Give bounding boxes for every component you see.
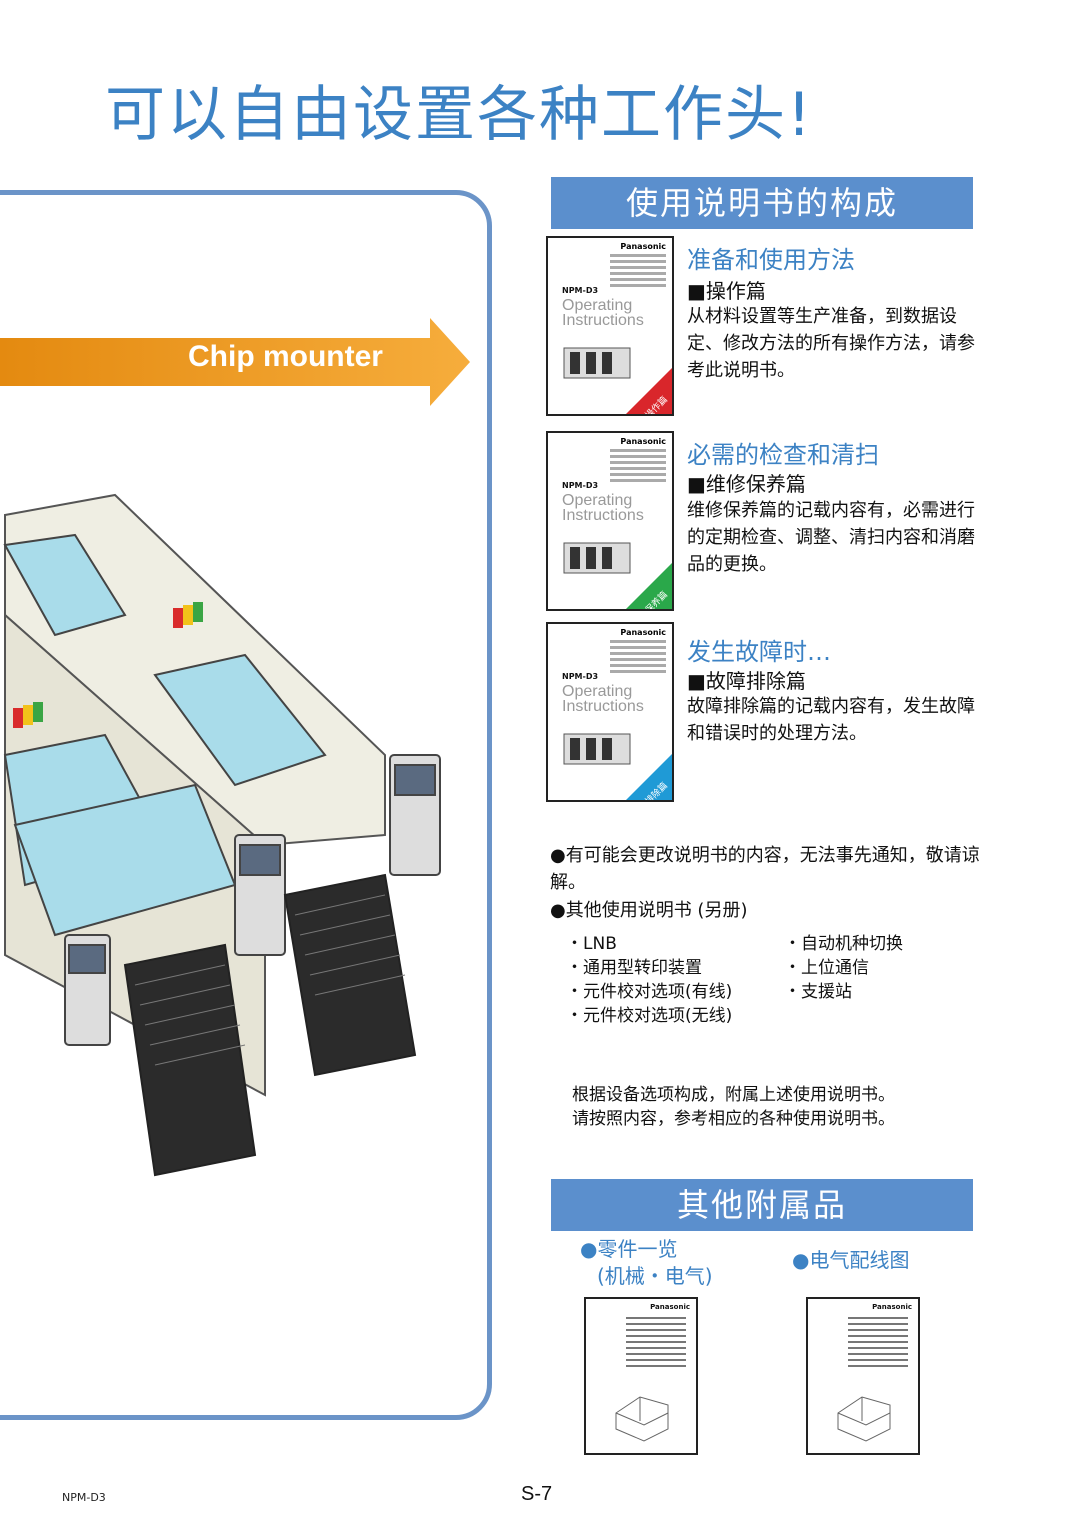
cover-model: NPM-D3 xyxy=(562,481,599,490)
list-item: ・元件校对选项(有线) xyxy=(566,982,733,1002)
closing-note-1: 根据设备选项构成，附属上述使用说明书。 xyxy=(572,1085,895,1105)
list-item: ・自动机种切换 xyxy=(784,934,903,954)
maintenance-tab xyxy=(626,563,672,609)
cover-brand: Panasonic xyxy=(620,437,666,446)
cover-heading-2: Instructions xyxy=(562,312,644,329)
cover-heading-1: Operating xyxy=(562,683,633,700)
cover-model: NPM-D3 xyxy=(562,672,599,681)
cover-brand: Panasonic xyxy=(620,628,666,637)
other-manuals-list-right: ・自动机种切换 ・上位通信 ・支援站 xyxy=(784,932,903,1004)
manual-section-header: 使用说明书的构成 xyxy=(551,177,973,229)
manual-item-subtitle: ■故障排除篇 xyxy=(687,669,806,693)
list-item: ・通用型转印装置 xyxy=(566,958,702,978)
manual-item-title: 发生故障时… xyxy=(687,638,831,666)
troubleshooting-tab xyxy=(626,754,672,800)
footer-model: NPM-D3 xyxy=(62,1491,106,1504)
machine-illustration-panel xyxy=(0,190,492,1420)
parts-list-document: Panasonic xyxy=(584,1297,698,1455)
cover-model: NPM-D3 xyxy=(562,286,599,295)
cover-heading-1: Operating xyxy=(562,297,633,314)
manual-item-title: 准备和使用方法 xyxy=(687,246,855,274)
wiring-diagram-title: ●电气配线图 xyxy=(792,1248,910,1272)
list-item: ・LNB xyxy=(566,934,617,954)
manual-item-subtitle: ■操作篇 xyxy=(687,279,766,303)
machine-outline-icon xyxy=(837,1396,891,1442)
machine-thumbnail xyxy=(563,347,631,379)
manual-item-body: 故障排除篇的记载内容有，发生故障和错误时的处理方法。 xyxy=(687,696,975,744)
doc-brand: Panasonic xyxy=(650,1303,690,1311)
arrow-label: Chip mounter xyxy=(188,340,383,373)
list-item: ・元件校对选项(无线) xyxy=(566,1006,733,1026)
wiring-diagram-document: Panasonic xyxy=(806,1297,920,1455)
cover-heading-2: Instructions xyxy=(562,698,644,715)
page-number: S-7 xyxy=(521,1483,553,1505)
page-title: 可以自由设置各种工作头! xyxy=(105,80,814,150)
machine-thumbnail xyxy=(563,733,631,765)
manual-item-body: 从材料设置等生产准备，到数据设定、修改方法的所有操作方法，请参考此说明书。 xyxy=(687,306,975,381)
other-manuals-list-left: ・LNB ・通用型转印装置 ・元件校对选项(有线) ・元件校对选项(无线) xyxy=(566,932,732,1028)
note-other-manuals: ●其他使用说明书 (另册) xyxy=(550,900,748,921)
cover-brand: Panasonic xyxy=(620,242,666,251)
chip-mounter-arrow xyxy=(0,318,470,406)
cover-heading-2: Instructions xyxy=(562,507,644,524)
accessories-header: 其他附属品 xyxy=(551,1179,973,1231)
manual-item-title: 必需的检查和清扫 xyxy=(687,441,879,469)
closing-note-2: 请按照内容，参考相应的各种使用说明书。 xyxy=(572,1109,895,1129)
list-item: ・上位通信 xyxy=(784,958,869,978)
doc-brand: Panasonic xyxy=(872,1303,912,1311)
chip-mounter-illustration xyxy=(3,493,441,1177)
operation-tab xyxy=(626,368,672,414)
manual-item-subtitle: ■维修保养篇 xyxy=(687,472,806,496)
note-change-notice: ●有可能会更改说明书的内容，无法事先通知，敬请谅解。 xyxy=(550,845,980,893)
list-item: ・支援站 xyxy=(784,982,852,1002)
parts-list-title: ●零件一览 xyxy=(580,1237,678,1261)
cover-heading-1: Operating xyxy=(562,492,633,509)
manual-item-body: 维修保养篇的记载内容有，必需进行的定期检查、调整、清扫内容和消磨品的更换。 xyxy=(687,500,975,575)
machine-thumbnail xyxy=(563,542,631,574)
machine-outline-icon xyxy=(615,1396,669,1442)
parts-list-subtitle: (机械・电气) xyxy=(597,1264,713,1288)
